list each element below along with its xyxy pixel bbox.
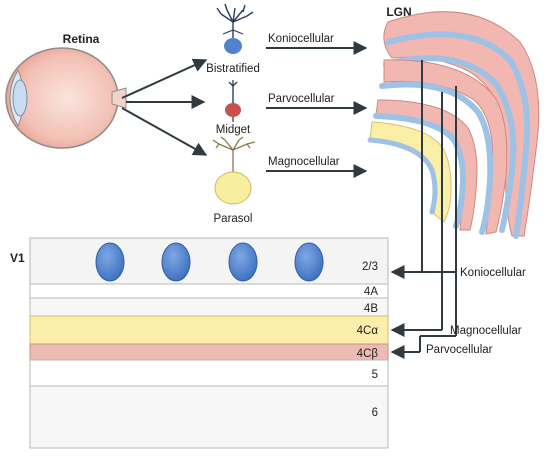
layer-4b-band (29, 297, 389, 317)
pathway-label-middle: Parvocellular (268, 93, 335, 105)
layer-label-4c-alpha: 4Cα (357, 325, 379, 337)
pathway-label-top: Koniocellular (268, 33, 334, 45)
parasol-cell-icon (212, 136, 256, 205)
eye-icon (5, 47, 127, 149)
eye-to-parasol-arrow (121, 107, 208, 156)
bistratified-label: Bistratified (206, 63, 260, 75)
lgn-structure (367, 11, 540, 239)
cytochrome-blob-2 (161, 242, 191, 282)
layer-4c-alpha-band (29, 315, 389, 345)
layer-2-3-band (29, 237, 389, 285)
lgn-label: LGN (386, 5, 411, 19)
v1-cortex (29, 237, 389, 449)
pathway-label-bottom: Magnocellular (268, 156, 340, 168)
bistratified-cell-icon (216, 3, 254, 54)
eye-to-bistratified-arrow (121, 58, 208, 99)
layer-label-6: 6 (372, 407, 378, 419)
projection-label-magno: Magnocellular (450, 325, 522, 337)
layer-4a-band (29, 283, 389, 299)
layer-5-band (29, 359, 389, 387)
retina-label: Retina (63, 32, 100, 46)
cytochrome-blob-3 (228, 242, 258, 282)
cytochrome-blob-4 (294, 242, 324, 282)
midget-cell-icon (225, 80, 241, 122)
cytochrome-blob-1 (95, 242, 125, 282)
layer-label-4c-beta: 4Cβ (357, 348, 379, 360)
parasol-label: Parasol (214, 213, 253, 225)
midget-label: Midget (216, 124, 251, 136)
layer-6-band (29, 385, 389, 449)
layer-label-5: 5 (372, 369, 378, 381)
layer-4c-beta-band (29, 343, 389, 361)
v1-label: V1 (10, 251, 25, 265)
layer-label-4a: 4A (364, 286, 378, 298)
projection-label-konio: Koniocellular (460, 267, 526, 279)
layer-label-4b: 4B (364, 303, 378, 315)
projection-label-parvo: Parvocellular (426, 344, 493, 356)
layer-label-2-3: 2/3 (362, 261, 378, 273)
